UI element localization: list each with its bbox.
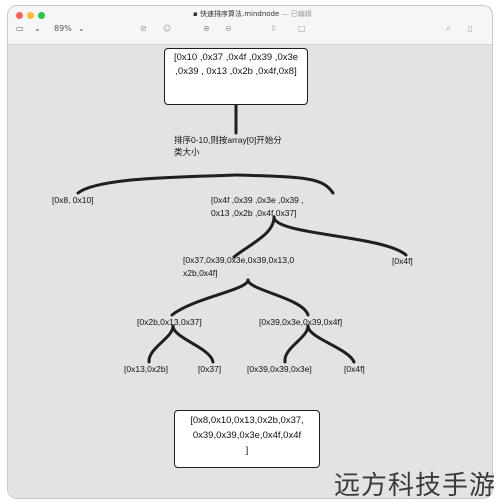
left-sub-node[interactable]: [0x2b,0x13,0x37]: [137, 316, 202, 328]
inspector-icon[interactable]: ⌕: [446, 24, 451, 33]
rule-label-line2: 类大小: [174, 147, 200, 157]
mindmap-canvas[interactable]: [0x10 ,0x37 ,0x4f ,0x39 ,0x3e ,0x39 , 0x…: [8, 45, 492, 498]
leaf-node-2[interactable]: [0x37]: [198, 363, 221, 375]
sidebar-toggle-icon[interactable]: ▭: [16, 24, 24, 33]
leaf-3-text: [0x39,0x39,0x3e]: [247, 364, 312, 374]
app-window: ▪ 快速排序算法.mindnode — 已编辑 ▭ ⌄ 89% ⌄ ⊘ ☺ ⊕ …: [8, 6, 492, 498]
leaf-node-1[interactable]: [0x13,0x2b]: [124, 363, 168, 375]
middle-group-node[interactable]: [0x4f ,0x39 ,0x3e ,0x39 , 0x13 ,0x2b ,0x…: [211, 194, 304, 220]
zoom-dropdown-icon[interactable]: ⌄: [78, 24, 85, 33]
level3-group-line1: [0x37,0x39,0x3e,0x39,0x13,0: [183, 255, 295, 265]
right-sub-text: [0x39,0x3e,0x39,0x4f]: [259, 317, 343, 327]
root-node-text: [0x10 ,0x37 ,0x4f ,0x39 ,0x3e ,0x39 , 0x…: [173, 52, 299, 77]
emoji-icon[interactable]: ☺: [163, 24, 172, 33]
bookmark-icon[interactable]: ▢: [298, 24, 306, 33]
document-title: 快速排序算法.mindnode: [199, 10, 280, 18]
close-window-button[interactable]: [16, 12, 23, 19]
result-line2: 0x39,0x39,0x3e,0x4f,0x4f: [192, 430, 302, 441]
zoom-level[interactable]: 89%: [54, 24, 72, 33]
zoom-window-button[interactable]: [38, 12, 45, 19]
left-group-node[interactable]: [0x8, 0x10]: [52, 194, 94, 206]
level3-right-node[interactable]: [0x4f]: [392, 255, 413, 267]
leaf-4-text: [0x4f]: [344, 364, 365, 374]
level3-group-line2: x2b,0x4f]: [183, 268, 218, 278]
leaf-2-text: [0x37]: [198, 364, 222, 374]
level3-group-node[interactable]: [0x37,0x39,0x3e,0x39,0x13,0 x2b,0x4f]: [183, 254, 294, 280]
rule-label[interactable]: 排序0-10,则按array[0]开始分 类大小: [174, 134, 282, 158]
title-bar: ▪ 快速排序算法.mindnode — 已编辑 ▭ ⌄ 89% ⌄ ⊘ ☺ ⊕ …: [8, 6, 492, 45]
rule-label-line1: 排序0-10,则按array[0]开始分: [174, 135, 282, 145]
connector-lines: [76, 98, 408, 364]
minimize-window-button[interactable]: [27, 12, 34, 19]
check-circle-icon[interactable]: ⊘: [140, 24, 147, 33]
watermark: 远方科技手游: [333, 471, 496, 501]
edit-status: — 已编辑: [281, 10, 312, 18]
result-node[interactable]: [0x8,0x10,0x13,0x2b,0x37, 0x39,0x39,0x3e…: [174, 410, 320, 468]
chevron-down-icon[interactable]: ⌄: [34, 24, 41, 33]
result-line1: [0x8,0x10,0x13,0x2b,0x37,: [190, 415, 304, 426]
right-sub-node[interactable]: [0x39,0x3e,0x39,0x4f]: [259, 316, 342, 328]
middle-group-line1: [0x4f ,0x39 ,0x3e ,0x39 ,: [211, 195, 304, 205]
left-group-text: [0x8, 0x10]: [52, 195, 94, 205]
document-icon: ▪: [193, 10, 200, 18]
root-node[interactable]: [0x10 ,0x37 ,0x4f ,0x39 ,0x3e ,0x39 , 0x…: [164, 48, 308, 105]
level3-right-text: [0x4f]: [392, 256, 413, 266]
left-sub-text: [0x2b,0x13,0x37]: [137, 317, 202, 327]
result-line3: ]: [245, 445, 249, 456]
middle-group-line2: 0x13 ,0x2b ,0x4f,0x37]: [211, 208, 297, 218]
leaf-node-3[interactable]: [0x39,0x39,0x3e]: [247, 363, 312, 375]
window-title: ▪ 快速排序算法.mindnode — 已编辑: [193, 9, 312, 19]
delete-icon[interactable]: ⊖: [225, 24, 232, 33]
share-icon[interactable]: ⇧: [270, 24, 277, 33]
more-icon[interactable]: ▯: [468, 24, 473, 33]
add-node-icon[interactable]: ⊕: [203, 24, 210, 33]
leaf-node-4[interactable]: [0x4f]: [344, 363, 365, 375]
leaf-1-text: [0x13,0x2b]: [124, 364, 168, 374]
